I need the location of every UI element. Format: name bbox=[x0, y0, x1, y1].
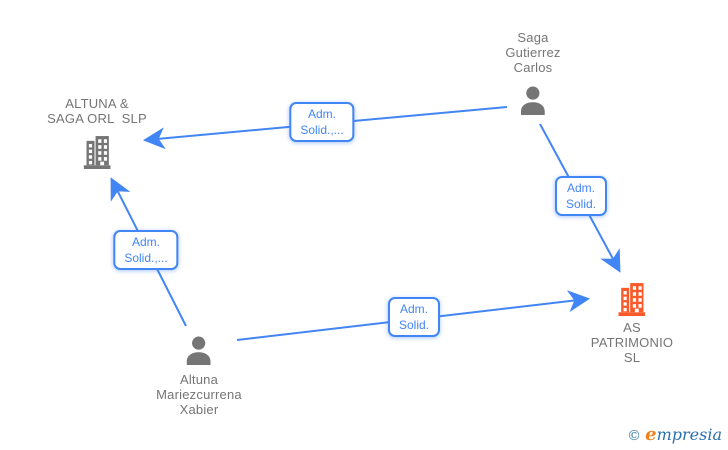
brand-text: mpresia bbox=[656, 425, 722, 444]
empresia-logo: ©empresia bbox=[627, 426, 722, 445]
node-saga-gutierrez-carlos[interactable]: Saga Gutierrez Carlos bbox=[505, 30, 560, 115]
copyright-symbol: © bbox=[627, 428, 642, 444]
node-label: AS PATRIMONIO SL bbox=[590, 320, 674, 365]
building-icon bbox=[83, 136, 111, 169]
node-label: ALTUNA & SAGA ORL SLP bbox=[47, 96, 147, 126]
brand-letter-e: e bbox=[645, 424, 657, 445]
node-altuna-saga-orl-slp[interactable]: ALTUNA & SAGA ORL SLP bbox=[47, 96, 147, 169]
node-altuna-mariezcurrena-xabier[interactable]: Altuna Mariezcurrena Xabier bbox=[156, 336, 242, 417]
person-icon bbox=[187, 336, 211, 365]
node-label: Altuna Mariezcurrena Xabier bbox=[156, 372, 242, 417]
node-label: Saga Gutierrez Carlos bbox=[505, 30, 561, 75]
edge-label-adm-solid[interactable]: Adm. Solid. bbox=[387, 297, 441, 337]
edge-label-adm-solid[interactable]: Adm. Solid.,... bbox=[289, 102, 355, 142]
building-icon bbox=[618, 283, 646, 316]
edge-label-adm-solid[interactable]: Adm. Solid.,... bbox=[113, 230, 179, 270]
node-as-patrimonio-sl[interactable]: AS PATRIMONIO SL bbox=[591, 282, 673, 365]
edge-label-adm-solid[interactable]: Adm. Solid. bbox=[554, 176, 608, 216]
person-icon bbox=[521, 86, 545, 115]
